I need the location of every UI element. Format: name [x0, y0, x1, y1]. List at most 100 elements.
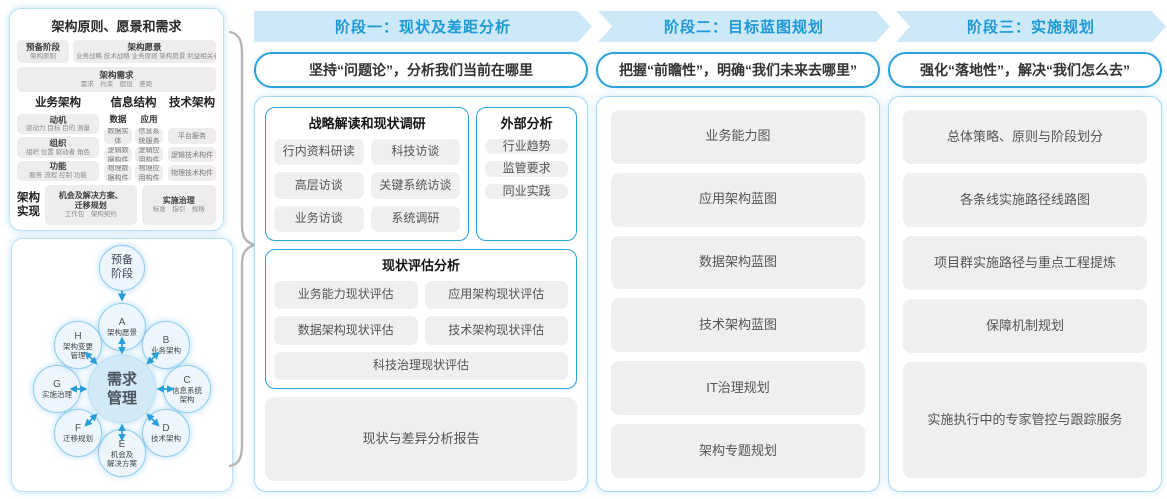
- list-item: 物理数据构件: [104, 165, 132, 181]
- architecture-vision-box: 架构愿景 业务战略 技术战略 业务原则 架构愿景 利益相关者: [73, 40, 216, 64]
- adm-node-letter: G: [53, 379, 61, 390]
- prep-phase-title: 预备阶段: [25, 42, 60, 52]
- opportunities-migration-box: 机会及解决方案、 迁移规划 工作包 架构契约: [45, 185, 137, 225]
- application-subcolumn: 应用 信息系统服务 逻辑应用构件 物理应用构件: [135, 113, 163, 181]
- phase1-subtitle: 坚持“问题论”，分析我们当前在哪里: [254, 52, 588, 88]
- list-item: 物理技术构件: [168, 165, 216, 181]
- list-item: 行业趋势: [485, 138, 568, 155]
- adm-node-prep: 预备 阶段: [99, 245, 145, 291]
- technical-architecture-column: 技术架构 平台服务 逻辑技术构件 物理技术构件: [168, 96, 216, 181]
- opportunities-migration-title: 机会及解决方案、 迁移规划: [58, 190, 123, 210]
- list-item: 架构专题规划: [611, 424, 865, 478]
- phase2-subtitle: 把握“前瞻性”，明确“我们未来去哪里”: [596, 52, 880, 88]
- list-item: 数据架构蓝图: [611, 235, 865, 290]
- prep-phase-sub: 架构原则: [30, 52, 56, 60]
- opportunities-migration-sub: 工作包 架构契约: [64, 210, 117, 218]
- motivation-box: 动机 驱动力 目标 目的 测量: [17, 114, 99, 135]
- list-item: 项目群实施路径与重点工程提炼: [903, 235, 1147, 290]
- adm-node-a: A 架构愿景: [98, 303, 146, 351]
- adm-node-label: 技术架构: [151, 434, 181, 443]
- architecture-requirements-box: 架构需求 需求 约束 假设 差距: [17, 67, 216, 93]
- list-item: 系统调研: [370, 205, 461, 232]
- current-assessment-box: 现状评估分析 业务能力现状评估 应用架构现状评估 数据架构现状评估 技术架构现状…: [265, 249, 577, 389]
- adm-node-letter: H: [74, 330, 82, 342]
- list-item: 同业实践: [485, 183, 568, 200]
- adm-node-letter: F: [74, 423, 82, 434]
- list-item: 总体策略、原则与阶段划分: [903, 110, 1147, 164]
- implementation-governance-title: 实施治理: [162, 195, 195, 205]
- architecture-realization-label: 架构 实现: [17, 191, 40, 218]
- adm-node-letter: E: [118, 438, 126, 450]
- data-subcolumn: 数据 数据实体 逻辑数据构件 物理数据构件: [104, 113, 132, 181]
- strategy-research-box: 战略解读和现状调研 行内资料研读 科技访谈 高层访谈 关键系统访谈 业务访谈 系…: [265, 107, 470, 241]
- adm-node-center: 需求 管理: [88, 355, 156, 423]
- adm-node-h: H 架构变更 管理: [54, 321, 102, 369]
- prep-vision-row: 预备阶段 架构原则 架构愿景 业务战略 技术战略 业务原则 架构愿景 利益相关者: [17, 40, 216, 64]
- implementation-governance-sub: 标准 指引 规格: [152, 205, 205, 213]
- list-item: 技术架构现状评估: [424, 316, 568, 345]
- list-item: 物理应用构件: [135, 165, 163, 181]
- adm-node-f: F 迁移规划: [54, 409, 102, 457]
- list-item: 科技访谈: [370, 138, 461, 166]
- phase1-header: 阶段一：现状及差距分析: [254, 11, 592, 42]
- business-architecture-title: 业务架构: [35, 97, 81, 110]
- list-item: 高层访谈: [274, 172, 364, 199]
- adm-node-letter: A: [118, 317, 126, 328]
- adm-node-letter: B: [162, 335, 170, 346]
- list-item: 各条线实施路径线路图: [903, 172, 1147, 227]
- adm-node-b: B 业务架构: [142, 321, 190, 369]
- phase3-header: 阶段三：实施规划: [896, 11, 1166, 42]
- list-item: 业务能力现状评估: [274, 280, 418, 310]
- architecture-vision-sub: 业务战略 技术战略 业务原则 架构愿景 利益相关者: [76, 52, 216, 60]
- adm-node-d: D 技术架构: [142, 409, 190, 457]
- architecture-columns: 业务架构 动机 驱动力 目标 目的 测量 组织 组织 位置 驱动者 角色 功能 …: [17, 96, 216, 181]
- adm-cycle-panel: 预备 阶段 A 架构愿景 B 业务架构 C 信息系统 架构 D 技术架构 E 机…: [11, 238, 233, 492]
- architecture-content-panel: 架构原则、愿景和需求 预备阶段 架构原则 架构愿景 业务战略 技术战略 业务原则…: [9, 8, 224, 231]
- list-item: 科技治理现状评估: [274, 352, 568, 380]
- adm-node-label: 机会及 解决方案: [107, 449, 137, 468]
- information-structure-title: 信息结构: [110, 97, 157, 110]
- external-analysis-title: 外部分析: [500, 116, 553, 131]
- adm-node-label: 架构变更 管理: [63, 341, 93, 360]
- architecture-requirements-sub: 需求 约束 假设 差距: [80, 80, 153, 88]
- list-item: 实施执行中的专家管控与跟踪服务: [903, 361, 1147, 478]
- list-item: 逻辑技术构件: [168, 146, 216, 163]
- list-item: 数据架构现状评估: [274, 316, 418, 345]
- list-item: 技术架构蓝图: [611, 298, 865, 353]
- organization-sub: 组织 位置 驱动者 角色: [26, 148, 90, 156]
- technical-architecture-title: 技术架构: [169, 97, 215, 110]
- prep-phase-box: 预备阶段 架构原则: [17, 40, 69, 64]
- panel-title: 架构原则、愿景和需求: [51, 19, 182, 34]
- phase3-content: 总体策略、原则与阶段划分 各条线实施路径线路图 项目群实施路径与重点工程提炼 保…: [888, 96, 1162, 492]
- function-box: 功能 服务 流程 控制 功能: [17, 160, 99, 181]
- strategy-research-title: 战略解读和现状调研: [308, 116, 426, 131]
- list-item: 逻辑应用构件: [135, 146, 163, 163]
- phase2-header: 阶段二：目标蓝图规划: [598, 11, 890, 42]
- list-item: 业务能力图: [611, 110, 865, 164]
- list-item: IT治理规划: [611, 361, 865, 416]
- list-item: 逻辑数据构件: [104, 146, 132, 163]
- adm-node-label: 信息系统 架构: [172, 385, 202, 404]
- phase1-content: 战略解读和现状调研 行内资料研读 科技访谈 高层访谈 关键系统访谈 业务访谈 系…: [254, 96, 588, 492]
- gap-analysis-report-box: 现状与差异分析报告: [265, 397, 577, 481]
- list-item: 平台服务: [168, 128, 216, 144]
- phase2-content: 业务能力图 应用架构蓝图 数据架构蓝图 技术架构蓝图 IT治理规划 架构专题规划: [596, 96, 880, 492]
- list-item: 应用架构现状评估: [424, 280, 568, 310]
- adm-node-label: 业务架构: [151, 346, 181, 355]
- list-item: 关键系统访谈: [370, 172, 461, 199]
- list-item: 信息系统服务: [135, 128, 163, 144]
- adm-node-label: 架构愿景: [107, 328, 137, 337]
- adm-node-g: G 实施治理: [33, 365, 81, 413]
- function-sub: 服务 流程 控制 功能: [29, 171, 87, 179]
- external-analysis-box: 外部分析 行业趋势 监管要求 同业实践: [476, 107, 577, 241]
- list-item: 行内资料研读: [274, 138, 364, 166]
- list-item: 业务访谈: [274, 205, 364, 232]
- phase3-subtitle: 强化“落地性”，解决“我们怎么去”: [888, 52, 1162, 88]
- organization-title: 组织: [49, 138, 67, 148]
- list-item: 监管要求: [485, 161, 568, 177]
- list-item: 保障机制规划: [903, 298, 1147, 353]
- architecture-vision-title: 架构愿景: [127, 42, 162, 52]
- phase-band: 阶段一：现状及差距分析 阶段二：目标蓝图规划 阶段三：实施规划: [254, 11, 1166, 42]
- data-subcolumn-title: 数据: [109, 114, 127, 125]
- motivation-sub: 驱动力 目标 目的 测量: [26, 125, 90, 133]
